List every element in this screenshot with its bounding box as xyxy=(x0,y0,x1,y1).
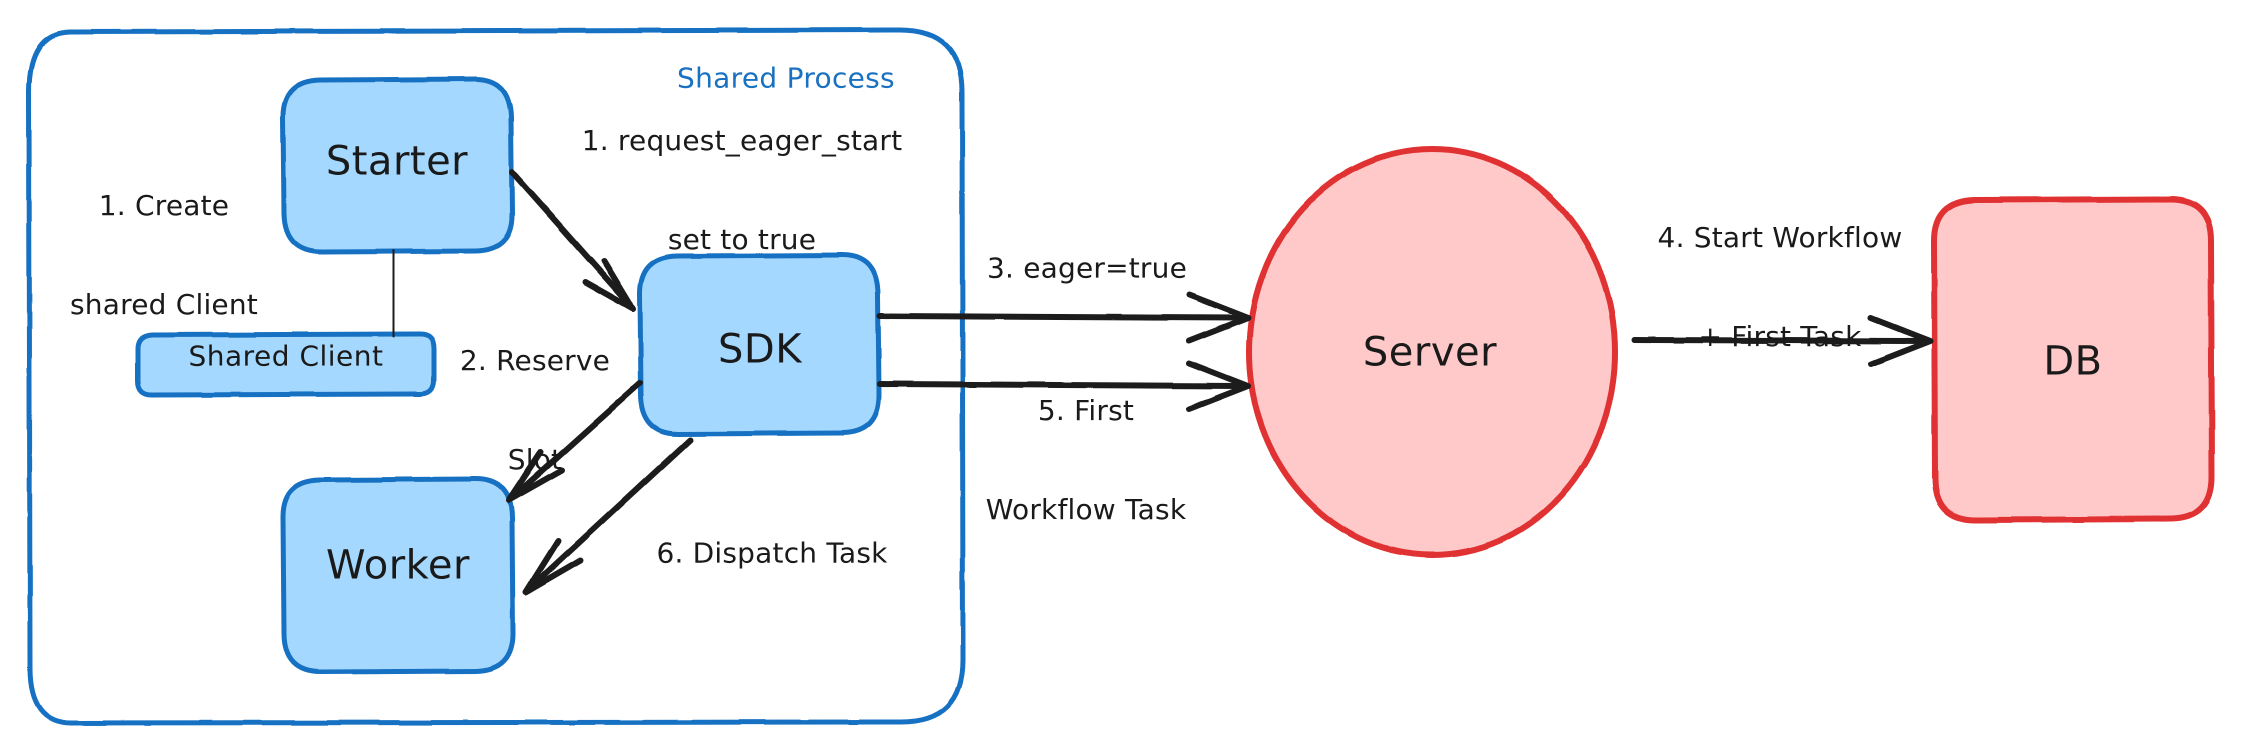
edge-start-workflow-arrow xyxy=(1631,315,1933,367)
node-worker-shape[interactable] xyxy=(280,476,516,675)
shared-process-container xyxy=(26,27,966,726)
edge-reserve-slot-arrow xyxy=(506,380,643,503)
node-starter-shape[interactable] xyxy=(280,76,515,255)
node-sdk-shape[interactable] xyxy=(637,252,882,437)
edge-dispatch-task-arrow xyxy=(523,437,693,595)
edge-eager-true-arrow xyxy=(877,292,1251,344)
node-server-shape[interactable] xyxy=(1246,146,1618,558)
node-db-shape[interactable] xyxy=(1931,196,2215,523)
node-shared-client-shape[interactable] xyxy=(135,331,437,398)
edge-request-eager-start-arrow xyxy=(509,169,636,312)
edge-first-workflow-task-arrow xyxy=(877,360,1251,412)
edge-starter-shared-client xyxy=(390,249,397,338)
